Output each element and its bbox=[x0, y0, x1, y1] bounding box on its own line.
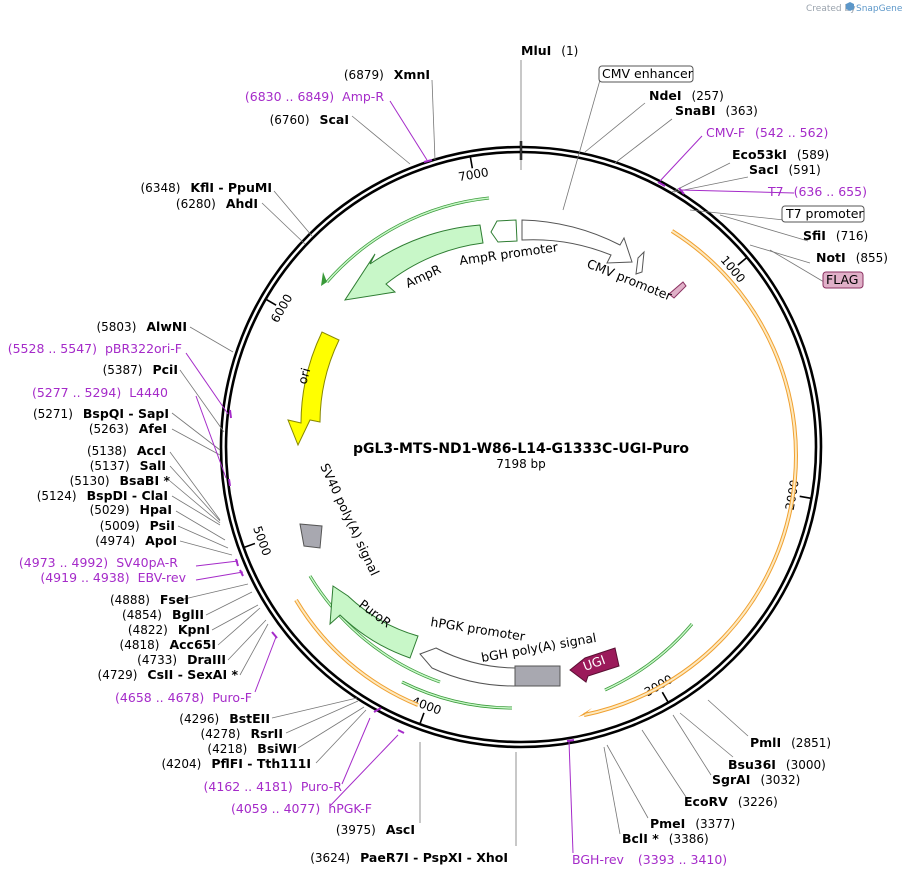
feature-bgh-polya bbox=[514, 665, 561, 687]
enzyme-label-right: SnaBI(363) bbox=[675, 103, 758, 118]
boxed-flag: FLAG bbox=[822, 271, 864, 289]
primer-label: (5277 .. 5294)L4440 bbox=[32, 385, 168, 400]
enzyme-label-right: MluI(1) bbox=[521, 43, 578, 58]
tick-mark-7000 bbox=[469, 155, 474, 169]
feature-puro-r bbox=[329, 585, 419, 659]
primer-label: T7(636 .. 655) bbox=[767, 184, 867, 199]
enzyme-label-left: (5130)BsaBI * bbox=[70, 473, 171, 488]
credit-brand: SnapGene bbox=[856, 4, 902, 14]
enzyme-label-right: BclI *(3386) bbox=[622, 831, 709, 846]
feature-ugi-green-arc bbox=[604, 623, 694, 692]
enzyme-label-left: (4888)FseI bbox=[110, 592, 189, 607]
feature-sv40-polya bbox=[299, 523, 323, 549]
feature-puro-green-arcs bbox=[308, 575, 513, 710]
enzyme-label-right: SfiI(716) bbox=[803, 228, 868, 243]
boxed-t7-promoter: T7 promoter bbox=[781, 205, 865, 223]
enzyme-label-left: (5138)AccI bbox=[87, 443, 166, 458]
enzyme-label-left: (4822)KpnI bbox=[128, 622, 210, 637]
enzyme-label-right: PmeI(3377) bbox=[650, 816, 735, 831]
primer-label: (4059 .. 4077)hPGK-F bbox=[231, 801, 372, 816]
tick-mark-2000 bbox=[799, 495, 813, 500]
feature-cmv-promoter bbox=[521, 219, 633, 264]
enzyme-label-left: (6348)KflI - PpuMI bbox=[141, 180, 273, 195]
label-leader-lines bbox=[169, 60, 825, 846]
feature-puro-orange-arc bbox=[294, 598, 419, 707]
plasmid-size: 7198 bp bbox=[496, 457, 546, 471]
label-ori: ori bbox=[294, 366, 313, 386]
primer-label: (6830 .. 6849)Amp-R bbox=[245, 89, 384, 104]
enzyme-label-right: EcoRV(3226) bbox=[684, 794, 778, 809]
snapgene-logo-icon bbox=[846, 2, 854, 11]
feature-t7-promoter-arrow bbox=[635, 250, 645, 275]
enzyme-labels-left: (6879)XmnI(6760)ScaI(6348)KflI - PpuMI(6… bbox=[33, 67, 508, 865]
tick-label-6000: 6000 bbox=[268, 292, 295, 325]
primer-label: (5528 .. 5547)pBR322ori-F bbox=[8, 341, 182, 356]
enzyme-label-right: NotI(855) bbox=[816, 250, 888, 265]
boxed-cmv-enhancer: CMV enhancer bbox=[598, 65, 694, 83]
enzyme-label-left: (4729)CsII - SexAI * bbox=[98, 667, 239, 682]
enzyme-label-right: SacI(591) bbox=[749, 162, 821, 177]
enzyme-label-left: (5124)BspDI - ClaI bbox=[37, 488, 168, 503]
primer-label: (4973 .. 4992)SV40pA-R bbox=[19, 555, 178, 570]
enzyme-label-left: (6280)AhdI bbox=[176, 196, 258, 211]
tick-mark-4000 bbox=[418, 712, 425, 726]
tick-label-7000: 7000 bbox=[457, 165, 489, 184]
svg-text:FLAG: FLAG bbox=[826, 272, 858, 287]
enzyme-label-left: (4854)BglII bbox=[122, 607, 204, 622]
primer-label: BGH-rev(3393 .. 3410) bbox=[572, 852, 727, 867]
tick-mark-6000 bbox=[264, 297, 277, 306]
enzyme-label-left: (4278)RsrII bbox=[201, 726, 283, 741]
primer-labels: (6830 .. 6849)Amp-R CMV-F(542 .. 562) T7(6… bbox=[8, 89, 867, 867]
feature-ori bbox=[287, 331, 340, 447]
primer-label: (4162 .. 4181)Puro-R bbox=[204, 779, 343, 794]
enzyme-label-left: (5387)PciI bbox=[103, 362, 178, 377]
primer-marks bbox=[228, 159, 685, 742]
feature-amp-r-orf bbox=[321, 196, 490, 286]
enzyme-label-right: NdeI(257) bbox=[649, 88, 724, 103]
enzyme-label-left: (5803)AlwNI bbox=[96, 319, 187, 334]
enzyme-label-left: (5029)HpaI bbox=[90, 502, 172, 517]
feature-amp-r bbox=[343, 224, 484, 301]
enzyme-label-left: (4296)BstEII bbox=[179, 711, 270, 726]
enzyme-label-left: (5263)AfeI bbox=[89, 421, 167, 436]
enzyme-label-left: (6879)XmnI bbox=[344, 67, 430, 82]
enzyme-label-left: (4218)BsiWI bbox=[207, 741, 297, 756]
enzyme-label-right: PmlI(2851) bbox=[750, 735, 831, 750]
enzyme-labels-right: MluI(1) NdeI(257)SnaBI(363) Eco53kI(589)Sa… bbox=[521, 43, 888, 846]
enzyme-label-left: (4204)PflFI - Tth111I bbox=[161, 756, 311, 771]
primer-leader-lines bbox=[185, 100, 795, 854]
label-sv40-polya: SV40 poly(A) signal bbox=[317, 461, 382, 578]
plasmid-name: pGL3-MTS-ND1-W86-L14-G1333C-UGI-Puro bbox=[353, 441, 689, 457]
enzyme-label-right: Eco53kI(589) bbox=[732, 147, 829, 162]
label-hpgk-promoter: hPGK promoter bbox=[430, 614, 527, 644]
enzyme-label-left: (5009)PsiI bbox=[100, 518, 175, 533]
primer-label: (4919 .. 4938)EBV-rev bbox=[40, 570, 186, 585]
feature-ugi-orf bbox=[578, 229, 798, 717]
enzyme-label-left: (4818)Acc65I bbox=[120, 637, 216, 652]
tick-label-5000: 5000 bbox=[250, 524, 274, 557]
enzyme-label-left: (5271)BspQI - SapI bbox=[33, 406, 169, 421]
enzyme-label-left: (3624)PaeR7I - PspXI - XhoI bbox=[310, 850, 508, 865]
primer-label: (4658 .. 4678)Puro-F bbox=[115, 690, 252, 705]
enzyme-label-left: (4733)DraIII bbox=[137, 652, 226, 667]
svg-text:T7 promoter: T7 promoter bbox=[785, 206, 864, 221]
enzyme-label-left: (4974)ApoI bbox=[95, 533, 177, 548]
credit-created-by: Created by bbox=[806, 4, 856, 14]
enzyme-label-left: (3975)AscI bbox=[336, 822, 415, 837]
tick-mark-3000 bbox=[661, 691, 670, 704]
feature-ugi bbox=[569, 647, 620, 683]
tick-mark-1000 bbox=[737, 256, 749, 266]
label-ugi: UGI bbox=[581, 652, 607, 674]
feature-amp-r-promoter bbox=[490, 219, 518, 243]
svg-text:CMV enhancer: CMV enhancer bbox=[602, 66, 694, 81]
label-cmv-promoter: CMV promoter bbox=[585, 256, 675, 304]
primer-label: CMV-F(542 .. 562) bbox=[706, 125, 828, 140]
feature-flag bbox=[668, 281, 687, 299]
tick-mark-5000 bbox=[242, 542, 256, 549]
enzyme-label-right: SgrAI(3032) bbox=[712, 772, 800, 787]
enzyme-label-left: (6760)ScaI bbox=[270, 112, 349, 127]
enzyme-label-right: Bsu36I(3000) bbox=[728, 757, 826, 772]
enzyme-label-left: (5137)SalI bbox=[90, 458, 166, 473]
